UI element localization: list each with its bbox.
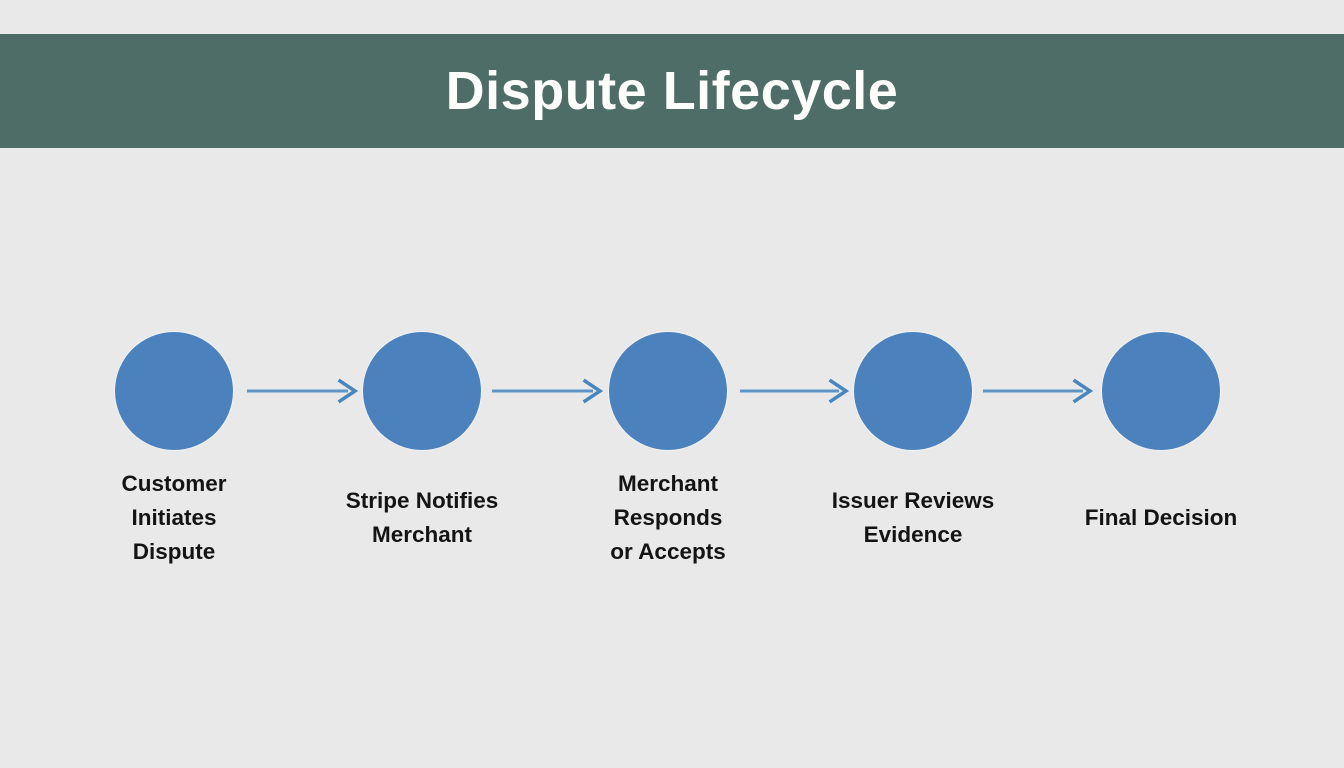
node-label: Customer Initiates Dispute [121, 471, 227, 564]
header-bar: Dispute Lifecycle [0, 34, 1344, 148]
node-circle-icon [363, 332, 481, 450]
node-circle-icon [115, 332, 233, 450]
node-label: Issuer Reviews Evidence [831, 488, 995, 547]
node-label: Final Decision [1084, 505, 1238, 530]
flow-arrow-3 [740, 376, 850, 406]
node-circle-icon [1102, 332, 1220, 450]
node-circle-icon [854, 332, 972, 450]
node-circle-icon [609, 332, 727, 450]
flow-arrow-2 [492, 376, 604, 406]
node-label: Stripe Notifies Merchant [345, 488, 499, 547]
flow-diagram: Customer Initiates Dispute Stripe Notifi… [0, 148, 1344, 768]
flow-arrow-4 [983, 376, 1094, 406]
flow-arrow-1 [247, 376, 359, 406]
node-label: Merchant Responds or Accepts [610, 471, 726, 564]
page-title: Dispute Lifecycle [445, 61, 899, 121]
